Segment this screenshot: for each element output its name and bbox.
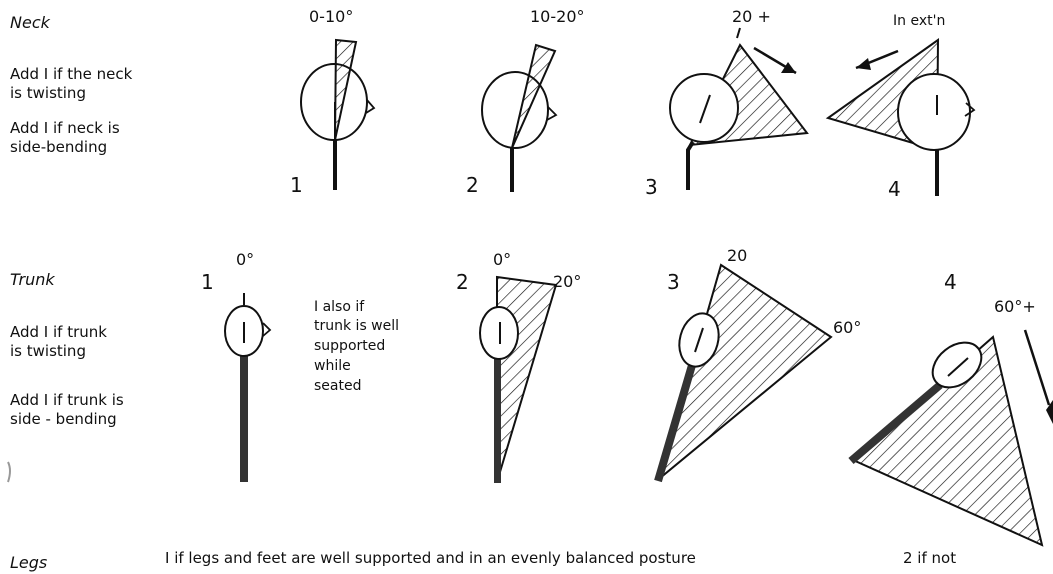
scan-mark [7, 461, 11, 483]
trunk-angle-2-1: 20° [553, 272, 582, 291]
neck-figure-1 [300, 38, 376, 190]
trunk-figure-1 [224, 293, 272, 482]
trunk-number-2: 2 [456, 270, 469, 294]
neck-number-4: 4 [888, 177, 901, 201]
neck-angle-1: 0-10° [309, 7, 354, 26]
neck-figure-4 [825, 38, 976, 196]
trunk-note-3: Add I if trunk is [10, 391, 124, 409]
neck-note-2: is twisting [10, 84, 86, 102]
neck-title: Neck [10, 13, 50, 32]
trunk-number-4: 4 [944, 270, 957, 294]
trunk-angle-1-0: 0° [236, 250, 255, 269]
neck-note-1: Add I if the neck [10, 65, 133, 83]
trunk-angle-2-0: 0° [493, 250, 512, 269]
trunk-supported-note-4: while [314, 358, 351, 374]
trunk-note-2: is twisting [10, 342, 86, 360]
neck-note-4: side-bending [10, 138, 108, 156]
legs-score-2: 2 if not [903, 549, 957, 567]
trunk-supported-note-2: trunk is well [314, 318, 400, 334]
neck-angle-3: 20 + [732, 7, 771, 26]
trunk-note-4: side - bending [10, 410, 117, 428]
neck-figure-2 [481, 43, 558, 192]
neck-number-2: 2 [466, 173, 479, 197]
trunk-number-3: 3 [667, 270, 680, 294]
trunk-supported-note-1: I also if [314, 299, 365, 315]
trunk-title: Trunk [10, 270, 55, 289]
trunk-figure-2 [479, 275, 558, 483]
neck-number-1: 1 [290, 173, 303, 197]
trunk-note-1: Add I if trunk [10, 323, 107, 341]
neck-angle-4: In ext'n [893, 13, 946, 29]
trunk-supported-note-3: supported [314, 338, 386, 354]
neck-angle-2: 10-20° [530, 7, 585, 26]
neck-note-3: Add I if neck is [10, 119, 120, 137]
neck-figure-3 [669, 27, 809, 190]
trunk-number-1: 1 [201, 270, 214, 294]
trunk-angle-3-1: 60° [833, 318, 862, 337]
trunk-figure-4 [848, 329, 1053, 547]
trunk-angle-3-0: 20 [727, 246, 748, 265]
trunk-angle-4-0: 60°+ [994, 297, 1036, 316]
neck-number-3: 3 [645, 175, 658, 199]
legs-score-1: I if legs and feet are well supported an… [165, 549, 696, 567]
trunk-figure-3 [654, 263, 833, 483]
trunk-supported-note-5: seated [314, 378, 362, 394]
legs-title: Legs [10, 553, 48, 572]
